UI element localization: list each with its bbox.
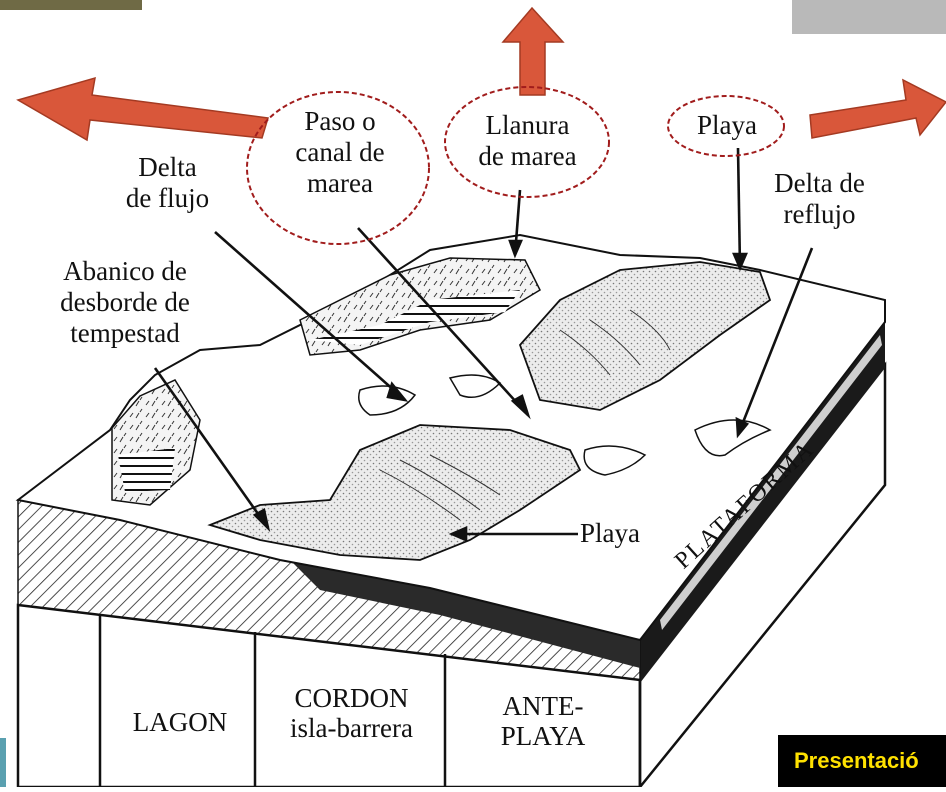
- arrow-up[interactable]: [501, 6, 565, 96]
- arrow-right[interactable]: [809, 78, 946, 139]
- barrier-island-back: [518, 261, 772, 411]
- label-delta-reflujo: Delta de reflujo: [752, 168, 887, 230]
- ebb-delta-shape-2: [583, 445, 647, 476]
- label-playa-top: Playa: [697, 110, 757, 140]
- label-delta-flujo-line2: de flujo: [125, 183, 210, 213]
- label-abanico-line1: Abanico de: [63, 256, 187, 286]
- arrow-left[interactable]: [16, 76, 269, 142]
- ellipse-playa: [667, 95, 785, 157]
- lagoon-stripes-back: [310, 290, 520, 345]
- label-paso-line3: marea: [307, 168, 373, 198]
- cross-section-dark: [290, 560, 640, 668]
- label-abanico: Abanico de desborde de tempestad: [30, 256, 220, 349]
- label-llanura-line1: Llanura: [485, 110, 570, 140]
- cell-anteplaya: ANTE- PLAYA: [448, 691, 638, 751]
- ebb-delta-shape: [694, 419, 772, 457]
- photo-fragment-top-left: [0, 0, 142, 10]
- label-abanico-line2: desborde de: [60, 287, 190, 317]
- label-paso-canal: Paso o canal de marea: [275, 106, 405, 199]
- pointer-lines: [153, 147, 814, 542]
- beach-ridges: [379, 309, 671, 521]
- label-delta-reflujo-line1: Delta de: [774, 168, 865, 198]
- presentacion-banner[interactable]: Presentació: [778, 735, 946, 787]
- label-playa-mid: Playa: [580, 518, 640, 548]
- label-paso-line1: Paso o: [304, 106, 376, 136]
- label-delta-reflujo-line2: reflujo: [783, 199, 856, 229]
- cell-cordon: CORDON isla-barrera: [258, 683, 445, 743]
- cell-anteplaya-line1: ANTE-: [502, 691, 584, 721]
- teal-strip: [0, 738, 6, 787]
- label-delta-flujo: Delta de flujo: [100, 152, 235, 214]
- cell-lagon: LAGON: [132, 707, 228, 737]
- barrier-island-front: [207, 424, 582, 561]
- cell-anteplaya-line2: PLAYA: [500, 721, 586, 751]
- ellipse-llanura: [444, 86, 610, 198]
- lagoon-stripes-left: [118, 448, 175, 492]
- cell-cordon-line2: isla-barrera: [290, 713, 413, 743]
- label-llanura-line2: de marea: [478, 141, 577, 171]
- cell-cordon-line1: CORDON: [294, 683, 409, 713]
- table-dividers: [98, 615, 642, 787]
- label-delta-flujo-line1: Delta: [138, 152, 197, 182]
- label-abanico-line3: tempestad: [70, 318, 180, 348]
- sediment-band-light: [660, 335, 882, 630]
- photo-fragment-top-right: [792, 0, 946, 34]
- ellipse-paso-canal: [246, 91, 430, 245]
- label-paso-line2: canal de: [295, 137, 385, 167]
- label-llanura: Llanura de marea: [455, 110, 600, 172]
